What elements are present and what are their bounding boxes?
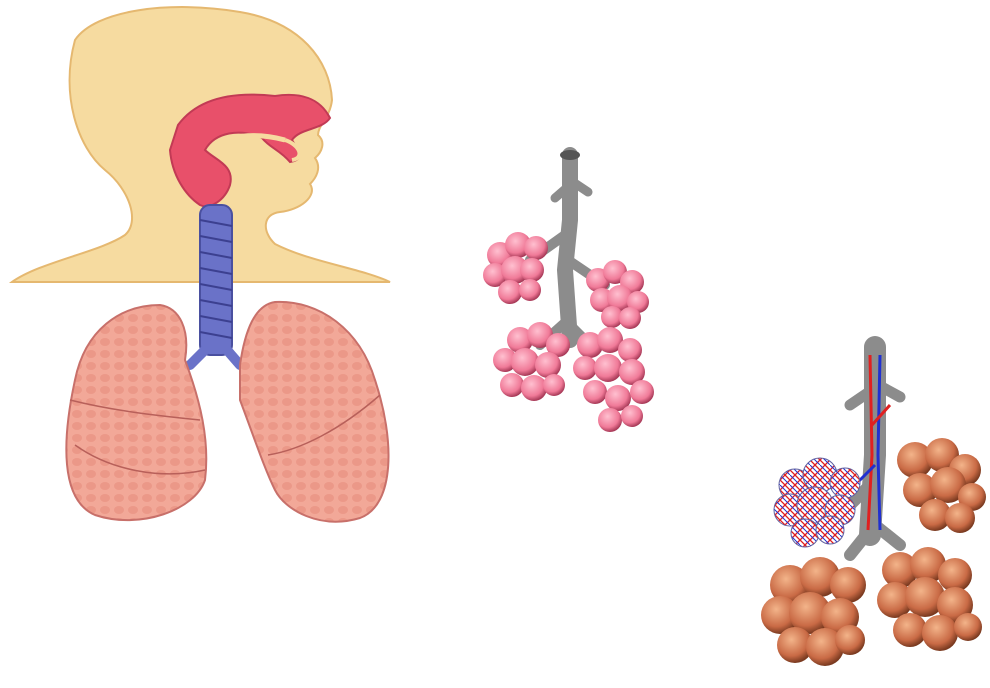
lung-right-side [240,302,389,522]
alveoli-cluster-upper-right [586,260,649,329]
alveoli-cluster-lower-right [573,327,654,432]
alveoli-lower-left [761,557,866,666]
bronchiole-alveoli-icon [470,140,680,440]
alveoli-cluster-lower-left [493,322,570,401]
respiratory-system-figure [0,0,410,530]
alveoli-capillaries-icon [750,335,990,688]
alveoli-capillary-figure [750,335,990,688]
respiratory-system-icon [0,0,410,530]
capillary-covered-alveoli [774,458,860,547]
bronchiole-cluster-figure [470,140,680,440]
alveoli-cluster-upper-left [483,232,548,304]
alveoli-upper-right [897,438,986,533]
alveoli-lower-right [877,547,982,651]
